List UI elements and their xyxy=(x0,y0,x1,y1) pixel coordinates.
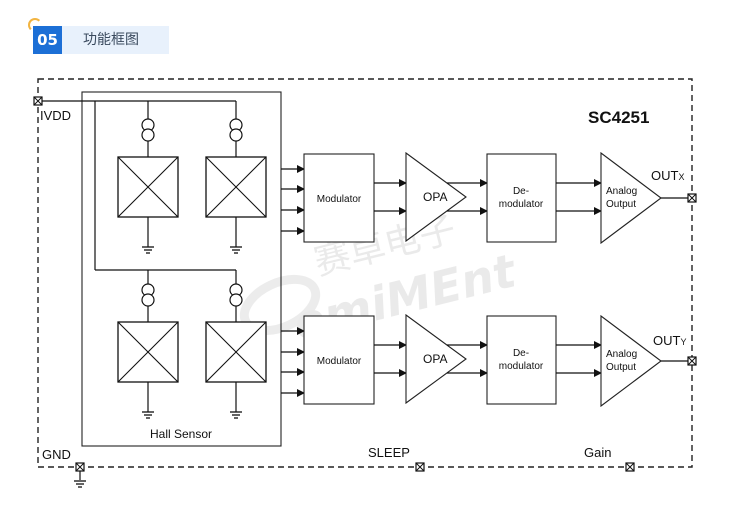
hall-element-icon xyxy=(205,321,267,383)
ground-icon xyxy=(73,480,87,488)
analog-label-2-y: Output xyxy=(606,362,636,373)
opa-label-x: OPA xyxy=(423,190,447,204)
demod-label-2-y: modulator xyxy=(499,361,544,372)
sleep-pin-label: SLEEP xyxy=(368,445,410,460)
chip-boundary xyxy=(37,78,693,468)
ground-icon xyxy=(141,411,155,419)
hall-sensor-block xyxy=(81,91,282,447)
opa-amplifier-x xyxy=(405,151,467,243)
gain-pin-label: Gain xyxy=(584,445,611,460)
opa-amplifier-y xyxy=(405,313,467,405)
analog-label-2-x: Output xyxy=(606,199,636,210)
hall-element-icon xyxy=(205,156,267,218)
vdd-pin-icon xyxy=(33,96,43,106)
modulator-label-x: Modulator xyxy=(317,194,362,205)
demod-label-1-x: De- xyxy=(513,186,529,197)
current-source-icon xyxy=(229,118,243,142)
gnd-pin-label: GND xyxy=(42,447,71,462)
analog-label-1-x: Analog xyxy=(606,186,637,197)
analog-output-block-x xyxy=(600,151,662,245)
gain-pin-icon xyxy=(625,462,635,472)
modulator-label-y: Modulator xyxy=(317,356,362,367)
header-decoration-icon xyxy=(28,18,42,32)
analog-label-1-y: Analog xyxy=(606,349,637,360)
signal-chain-y: Modulator OPA De- modulator Analog Outpu… xyxy=(281,313,692,408)
gnd-pin-icon xyxy=(75,462,85,472)
out-y-pin-icon xyxy=(687,356,697,366)
current-source-icon xyxy=(141,118,155,142)
watermark: 赛卓电子 emiMEnt xyxy=(239,209,523,351)
section-header: 05 功能框图 xyxy=(33,26,169,54)
demodulator-block-x xyxy=(486,153,557,243)
out-x-pin-icon xyxy=(687,193,697,203)
out-y-label: OUTY xyxy=(653,333,686,348)
current-source-icon xyxy=(229,283,243,307)
ground-icon xyxy=(229,411,243,419)
modulator-block-y xyxy=(303,315,375,405)
section-title: 功能框图 xyxy=(83,32,139,48)
vdd-pin-label: IVDD xyxy=(40,108,71,123)
demod-label-2-x: modulator xyxy=(499,199,544,210)
signal-chain-x: Modulator OPA De- modulator Analog Outpu… xyxy=(281,151,692,245)
hall-sensor-label: Hall Sensor xyxy=(150,427,212,441)
current-source-icon xyxy=(141,283,155,307)
opa-label-y: OPA xyxy=(423,352,447,366)
chip-name: SC4251 xyxy=(588,108,649,127)
ground-icon xyxy=(141,246,155,254)
demodulator-block-y xyxy=(486,315,557,405)
ground-icon xyxy=(229,246,243,254)
hall-element-icon xyxy=(117,321,179,383)
modulator-block-x xyxy=(303,153,375,243)
out-x-label: OUTX xyxy=(651,168,684,183)
hall-element-icon xyxy=(117,156,179,218)
section-number: 05 xyxy=(33,26,62,54)
analog-output-block-y xyxy=(600,314,662,408)
demod-label-1-y: De- xyxy=(513,348,529,359)
sleep-pin-icon xyxy=(415,462,425,472)
